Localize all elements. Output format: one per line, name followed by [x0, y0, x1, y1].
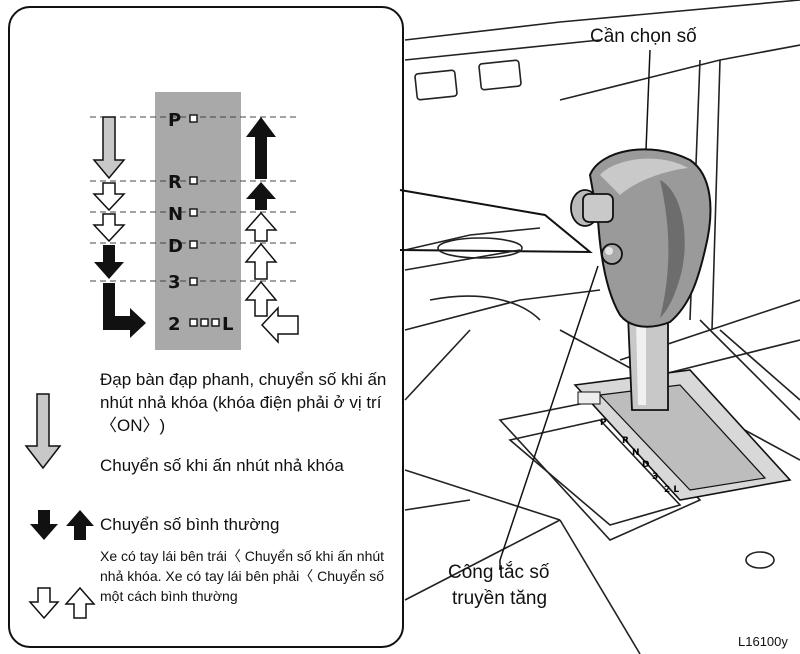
overdrive-switch-label-line2: truyền tăng [452, 588, 548, 609]
black-arrows-up-down-icon [30, 510, 94, 540]
legend-item-steering-side: Xe có tay lái bên trái〈 Chuyển số khi ấn… [100, 548, 385, 604]
svg-text:R: R [622, 436, 629, 446]
legend-icons [24, 393, 96, 620]
gate-position-n: N [168, 204, 183, 225]
gate-position-l: L [222, 314, 233, 335]
overdrive-switch-label-line1: Công tắc số [448, 562, 550, 583]
legend-item-brake-release: Đạp bàn đạp phanh, chuyển số khi ấn nhút… [100, 370, 387, 435]
svg-text:3: 3 [652, 472, 658, 482]
gate-position-r: R [168, 172, 182, 193]
outline-arrows-up-down-icon [28, 586, 96, 620]
figure-code: L16100y [738, 634, 788, 649]
gate-position-3: 3 [168, 272, 181, 293]
legend-item-release-button: Chuyển số khi ấn nhút nhả khóa [100, 456, 344, 475]
gate-position-2: 2 [168, 314, 181, 335]
shift-gate-plate: P R N D 3 2 L [573, 369, 792, 501]
svg-text:2 L: 2 L [664, 485, 679, 495]
gate-position-d: D [168, 236, 183, 257]
svg-text:P: P [600, 418, 607, 428]
gate-bar [155, 92, 241, 350]
gray-arrow-down-icon [24, 393, 62, 470]
svg-text:D: D [642, 460, 649, 470]
shift-pattern-diagram: P R N D 3 2 L [90, 92, 300, 350]
svg-text:N: N [632, 448, 640, 458]
legend-item-normal-shift: Chuyển số bình thường [100, 515, 280, 534]
shift-knob [570, 148, 712, 328]
selector-lever-label: Cần chọn số [590, 26, 697, 47]
gate-position-p: P [168, 110, 181, 131]
